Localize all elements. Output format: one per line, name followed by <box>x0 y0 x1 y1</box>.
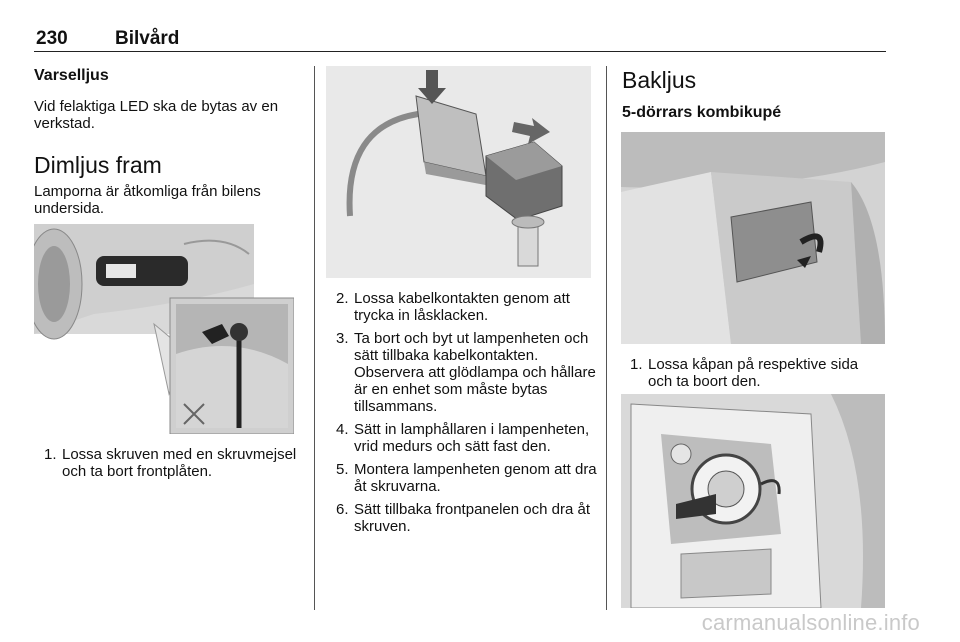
heading-bakljus: Bakljus <box>622 67 697 93</box>
header-rule <box>34 51 886 52</box>
column-divider-2 <box>606 66 607 610</box>
paragraph-dimljus: Lamporna är åtkomliga från bilens unders… <box>34 183 261 217</box>
step-item: 2.Lossa kabelkontakten genom att trycka … <box>336 290 570 324</box>
step-item: 5.Montera lampenheten genom att dra åt s… <box>336 461 597 495</box>
steps-col1: 1.Lossa skruven med en skruvmej­sel och … <box>44 446 300 486</box>
figure-rear-lamp-holder <box>621 394 885 608</box>
paragraph-varselljus: Vid felaktiga LED ska de bytas av en ver… <box>34 98 279 132</box>
step-item: 4.Sätt in lamphållaren i lamp­enheten, v… <box>336 421 590 455</box>
heading-5-dorrars-kombikupe: 5-dörrars kombikupé <box>622 104 782 121</box>
steps-col3: 1.Lossa kåpan på respektive sida och ta … <box>630 356 886 396</box>
figure-fog-light-access <box>34 224 294 434</box>
section-title: Bilvård <box>115 28 180 49</box>
steps-col2: 2.Lossa kabelkontakten genom att trycka … <box>336 290 598 541</box>
watermark: carmanualsonline.info <box>701 610 920 635</box>
column-divider-1 <box>314 66 315 610</box>
step-item: 1.Lossa skruven med en skruvmej­sel och … <box>44 446 297 480</box>
figure-trunk-cover <box>621 132 885 344</box>
step-item: 1.Lossa kåpan på respektive sida och ta … <box>630 356 859 390</box>
page-number: 230 <box>36 28 68 49</box>
heading-varselljus: Varselljus <box>34 67 109 84</box>
heading-dimljus-fram: Dimljus fram <box>34 152 162 178</box>
step-item: 6.Sätt tillbaka frontpanelen och dra åt … <box>336 501 590 535</box>
figure-bulb-connector <box>326 66 591 278</box>
step-item: 3.Ta bort och byt ut lampenheten och sät… <box>336 330 596 415</box>
